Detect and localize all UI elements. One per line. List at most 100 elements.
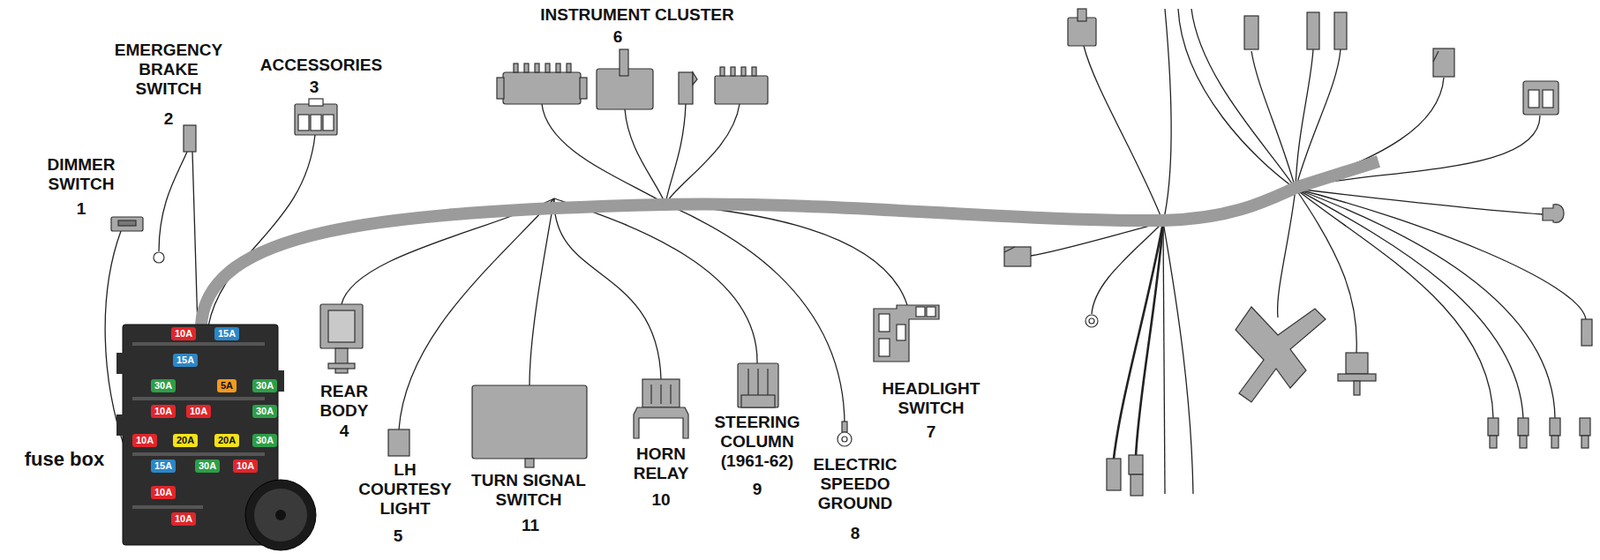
harness-part <box>294 104 338 136</box>
harness-part <box>837 432 852 447</box>
part-label: fuse box <box>11 448 118 471</box>
harness-part <box>132 342 265 346</box>
part-label: LH COURTESY LIGHT <box>352 460 459 519</box>
fuse-rating: 15A <box>154 460 173 472</box>
fuse: 20A <box>214 434 240 448</box>
harness-part <box>633 407 689 439</box>
harness-part <box>730 67 736 76</box>
fuse-box <box>116 324 316 551</box>
callout-number: 3 <box>296 77 332 98</box>
callout-number: 5 <box>380 526 416 547</box>
harness-part <box>158 151 188 252</box>
harness-part <box>132 505 203 510</box>
harness-part <box>310 114 322 131</box>
fuse-rating: 10A <box>154 487 173 498</box>
harness-part <box>678 72 693 105</box>
harness-part <box>1307 12 1320 50</box>
harness-part <box>1178 8 1296 189</box>
part-label: ACCESSORIES <box>246 55 397 76</box>
wires <box>105 8 1586 495</box>
fuse: 15A <box>172 353 198 368</box>
fuse-rating: 10A <box>189 405 208 417</box>
fuse: 10A <box>132 434 158 448</box>
part-label: STEERING COLUMN (1961-62) <box>704 413 811 472</box>
fuse: 30A <box>150 379 176 393</box>
harness-part <box>714 75 768 105</box>
harness-part <box>692 72 698 85</box>
harness-part <box>642 379 680 408</box>
fuse: 10A <box>150 486 176 500</box>
harness-part <box>1345 353 1368 375</box>
callout-number: 10 <box>643 490 679 511</box>
harness-part <box>1519 435 1527 449</box>
harness-part <box>320 304 363 349</box>
harness-part <box>579 77 587 99</box>
harness-part <box>116 414 126 436</box>
harness-part <box>1523 81 1559 115</box>
harness-part <box>529 198 555 386</box>
part-label: EMERGENCY BRAKE SWITCH <box>111 40 226 99</box>
harness-part <box>153 252 165 263</box>
fuse-rating: 30A <box>198 460 217 472</box>
harness-part <box>926 307 936 317</box>
harness-part <box>335 348 348 374</box>
harness-part <box>388 429 410 457</box>
part-label: ELECTRIC SPEEDO GROUND <box>804 455 907 514</box>
harness-part <box>1163 222 1194 495</box>
callout-number: 6 <box>600 27 636 47</box>
harness-part <box>1433 48 1455 77</box>
harness-part <box>132 452 265 457</box>
fuse: 30A <box>195 459 220 474</box>
harness-part <box>525 458 534 468</box>
part-label: HEADLIGHT SWITCH <box>873 379 989 419</box>
fuse: 10A <box>150 405 176 419</box>
harness-part <box>192 151 198 329</box>
harness-part <box>1067 17 1097 46</box>
fuse: 30A <box>252 379 278 393</box>
harness-part <box>298 114 309 131</box>
harness-part <box>1083 45 1164 223</box>
fuse: 10A <box>186 405 211 419</box>
harness-part <box>665 203 845 431</box>
harness-part <box>916 307 925 317</box>
harness-part <box>534 63 540 73</box>
harness-part <box>275 510 286 521</box>
harness-part <box>566 63 571 73</box>
harness-part <box>245 480 316 551</box>
harness-part <box>624 109 666 204</box>
fuse-rating: 5A <box>220 380 233 391</box>
harness-part <box>1163 8 1172 223</box>
harness-part <box>720 67 725 76</box>
harness-part <box>1295 188 1494 419</box>
harness-part <box>1251 51 1296 189</box>
harness-part <box>737 363 779 408</box>
part-label: TURN SIGNAL SWITCH <box>456 471 602 511</box>
harness-part <box>1334 12 1347 50</box>
harness-part <box>1135 222 1164 458</box>
harness-part <box>1077 8 1087 22</box>
harness-part <box>1113 222 1164 459</box>
harness-part <box>524 63 529 73</box>
harness-part <box>1295 49 1341 189</box>
harness-part <box>1487 418 1499 436</box>
part-label: DIMMER SWITCH <box>37 155 126 195</box>
harness-part <box>1517 418 1529 436</box>
harness-part <box>1295 77 1444 189</box>
harness-part <box>1130 474 1143 496</box>
harness-part <box>1235 307 1326 403</box>
part-label: REAR BODY <box>308 382 380 421</box>
harness-part <box>183 125 196 152</box>
harness-part <box>513 63 519 73</box>
harness-part <box>1489 435 1497 449</box>
harness-part <box>665 203 908 306</box>
harness-part <box>1353 381 1360 396</box>
harness-part <box>496 77 504 99</box>
harness-part <box>1433 51 1439 62</box>
callout-number: 1 <box>63 199 99 219</box>
fuse-rating: 10A <box>135 435 154 446</box>
harness-part <box>741 67 746 76</box>
connectors <box>111 8 1593 496</box>
harness-part <box>1528 90 1540 108</box>
fuse-rating: 30A <box>255 405 274 417</box>
